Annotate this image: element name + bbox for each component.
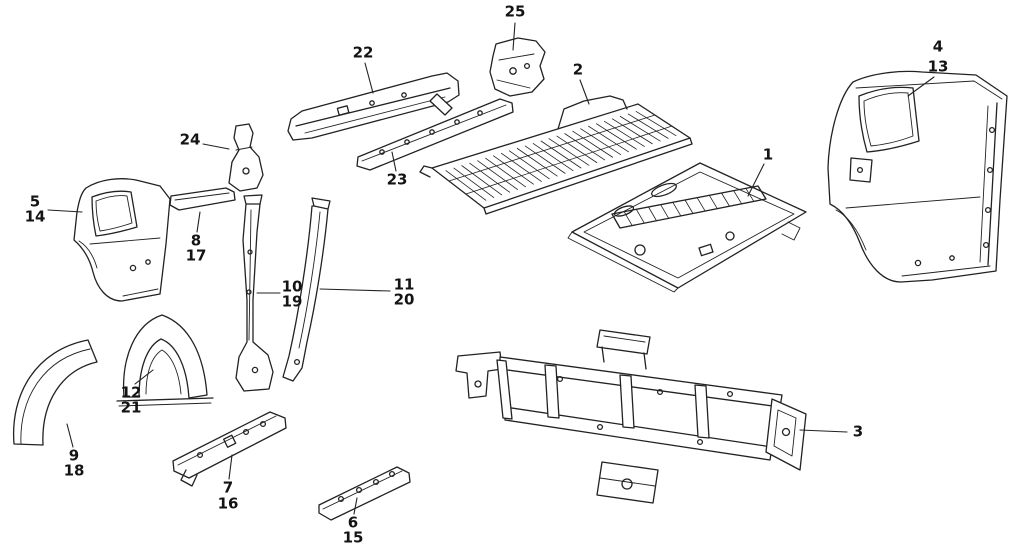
part-label-18: 18 bbox=[63, 461, 85, 480]
part-9-arch-molding bbox=[12, 339, 98, 446]
part-label-13: 13 bbox=[927, 57, 949, 76]
part-12-wheelhouse bbox=[116, 314, 214, 407]
part-label-15: 15 bbox=[342, 528, 364, 547]
leader-line-1 bbox=[747, 163, 765, 197]
leader-line-3 bbox=[799, 429, 848, 433]
part-6-sill bbox=[318, 466, 411, 521]
part-2-floor-panel bbox=[419, 95, 693, 215]
leader-lines bbox=[47, 22, 935, 515]
leader-line-4 bbox=[907, 76, 935, 97]
part-label-5: 5 bbox=[29, 192, 41, 211]
part-8-strip bbox=[169, 187, 236, 211]
part-label-12: 12 bbox=[120, 383, 142, 402]
part-24-bracket bbox=[228, 123, 264, 192]
part-3-frame bbox=[455, 329, 807, 504]
part-label-1: 1 bbox=[762, 145, 774, 164]
part-label-25: 25 bbox=[504, 2, 526, 21]
leader-line-22 bbox=[364, 62, 374, 94]
part-label-17: 17 bbox=[185, 246, 207, 265]
leader-line-6 bbox=[353, 497, 358, 515]
part-11-quarter-pillar bbox=[282, 197, 331, 382]
part-10-center-pillar bbox=[235, 194, 274, 392]
part-label-10: 10 bbox=[281, 277, 303, 296]
part-label-22: 22 bbox=[352, 43, 374, 62]
part-label-19: 19 bbox=[281, 292, 303, 311]
part-label-7: 7 bbox=[222, 478, 234, 497]
leader-line-25 bbox=[512, 22, 516, 51]
part-label-8: 8 bbox=[190, 231, 202, 250]
leader-line-8 bbox=[196, 211, 201, 233]
part-label-3: 3 bbox=[852, 422, 864, 441]
part-label-16: 16 bbox=[217, 494, 239, 513]
part-label-6: 6 bbox=[347, 513, 359, 532]
rib-lines bbox=[611, 185, 767, 229]
part-1-rear-floor bbox=[567, 162, 807, 293]
part-25-bracket bbox=[489, 37, 546, 97]
part-label-2: 2 bbox=[572, 60, 584, 79]
leader-line-11 bbox=[319, 288, 391, 292]
part-5-quarter-panel-lh bbox=[73, 178, 171, 302]
part-label-4: 4 bbox=[932, 37, 944, 56]
leader-line-24 bbox=[202, 143, 230, 150]
leader-line-2 bbox=[579, 79, 590, 105]
part-4-quarter-panel-rh bbox=[827, 70, 1008, 283]
leader-line-5 bbox=[47, 209, 83, 213]
leader-line-7 bbox=[228, 454, 233, 480]
part-22-roof-rail bbox=[287, 72, 460, 141]
part-label-23: 23 bbox=[386, 170, 408, 189]
leader-line-23 bbox=[391, 151, 397, 172]
part-23-sill-strip bbox=[356, 98, 514, 171]
part-label-20: 20 bbox=[393, 290, 415, 309]
floor-corrugation-lines bbox=[445, 111, 677, 201]
part-label-24: 24 bbox=[179, 130, 201, 149]
part-label-21: 21 bbox=[120, 398, 142, 417]
part-label-11: 11 bbox=[393, 275, 415, 294]
part-label-14: 14 bbox=[24, 207, 46, 226]
leader-line-12 bbox=[134, 369, 154, 385]
part-label-9: 9 bbox=[68, 446, 80, 465]
part-7-sill bbox=[172, 411, 287, 487]
leader-line-9 bbox=[66, 423, 74, 448]
